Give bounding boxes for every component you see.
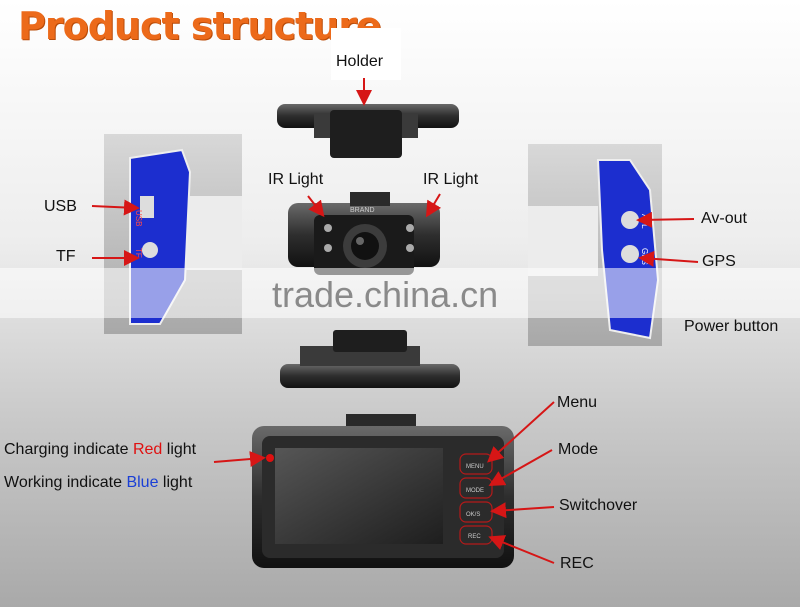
callout-arrows [91, 78, 699, 564]
label-gps: GPS [702, 253, 736, 270]
label-holder: Holder [336, 53, 384, 70]
label-ir-light-right: IR Light [423, 171, 479, 188]
btn-rec-text: REC [468, 534, 481, 540]
watermark-band: trade.china.cn [0, 268, 800, 318]
working-color-word: Blue [126, 474, 159, 491]
side-gps-text: GPS [640, 248, 649, 265]
label-mode: Mode [558, 441, 599, 458]
charging-suffix: light [162, 441, 197, 458]
camera-front-view: BRAND [288, 192, 440, 275]
working-prefix: Working indicate [4, 474, 127, 491]
charging-prefix: Charging indicate [4, 441, 133, 458]
holder-label-box [331, 28, 401, 80]
btn-menu-text: MENU [466, 464, 484, 470]
device-brand-text: BRAND [350, 207, 375, 214]
btn-ok-text: OK/S [466, 512, 480, 518]
label-menu: Menu [557, 394, 598, 411]
label-ir-light-left: IR Light [268, 171, 324, 188]
side-avl-text: AVL [640, 214, 649, 229]
label-tf: TF [56, 248, 76, 265]
label-rec: REC [560, 555, 594, 572]
holder-bottom-view [280, 330, 460, 388]
page-title: Product structure [18, 4, 382, 48]
holder-top-view [277, 104, 459, 158]
label-av-out: Av-out [701, 210, 747, 227]
label-power-button: Power button [684, 318, 779, 335]
label-switchover: Switchover [559, 497, 638, 514]
working-suffix: light [158, 474, 193, 491]
side-usb-text: USB [134, 210, 143, 226]
label-usb: USB [44, 198, 77, 215]
label-charging-indicator: Charging indicate Red light [4, 441, 196, 459]
charging-color-word: Red [132, 441, 163, 458]
camera-back-view: MENU MODE OK/S REC [252, 414, 514, 568]
watermark-text: trade.china.cn [272, 274, 499, 315]
label-working-indicator: Working indicate Blue light [4, 474, 192, 492]
side-tf-text: TF [134, 248, 143, 258]
btn-mode-text: MODE [466, 488, 484, 494]
